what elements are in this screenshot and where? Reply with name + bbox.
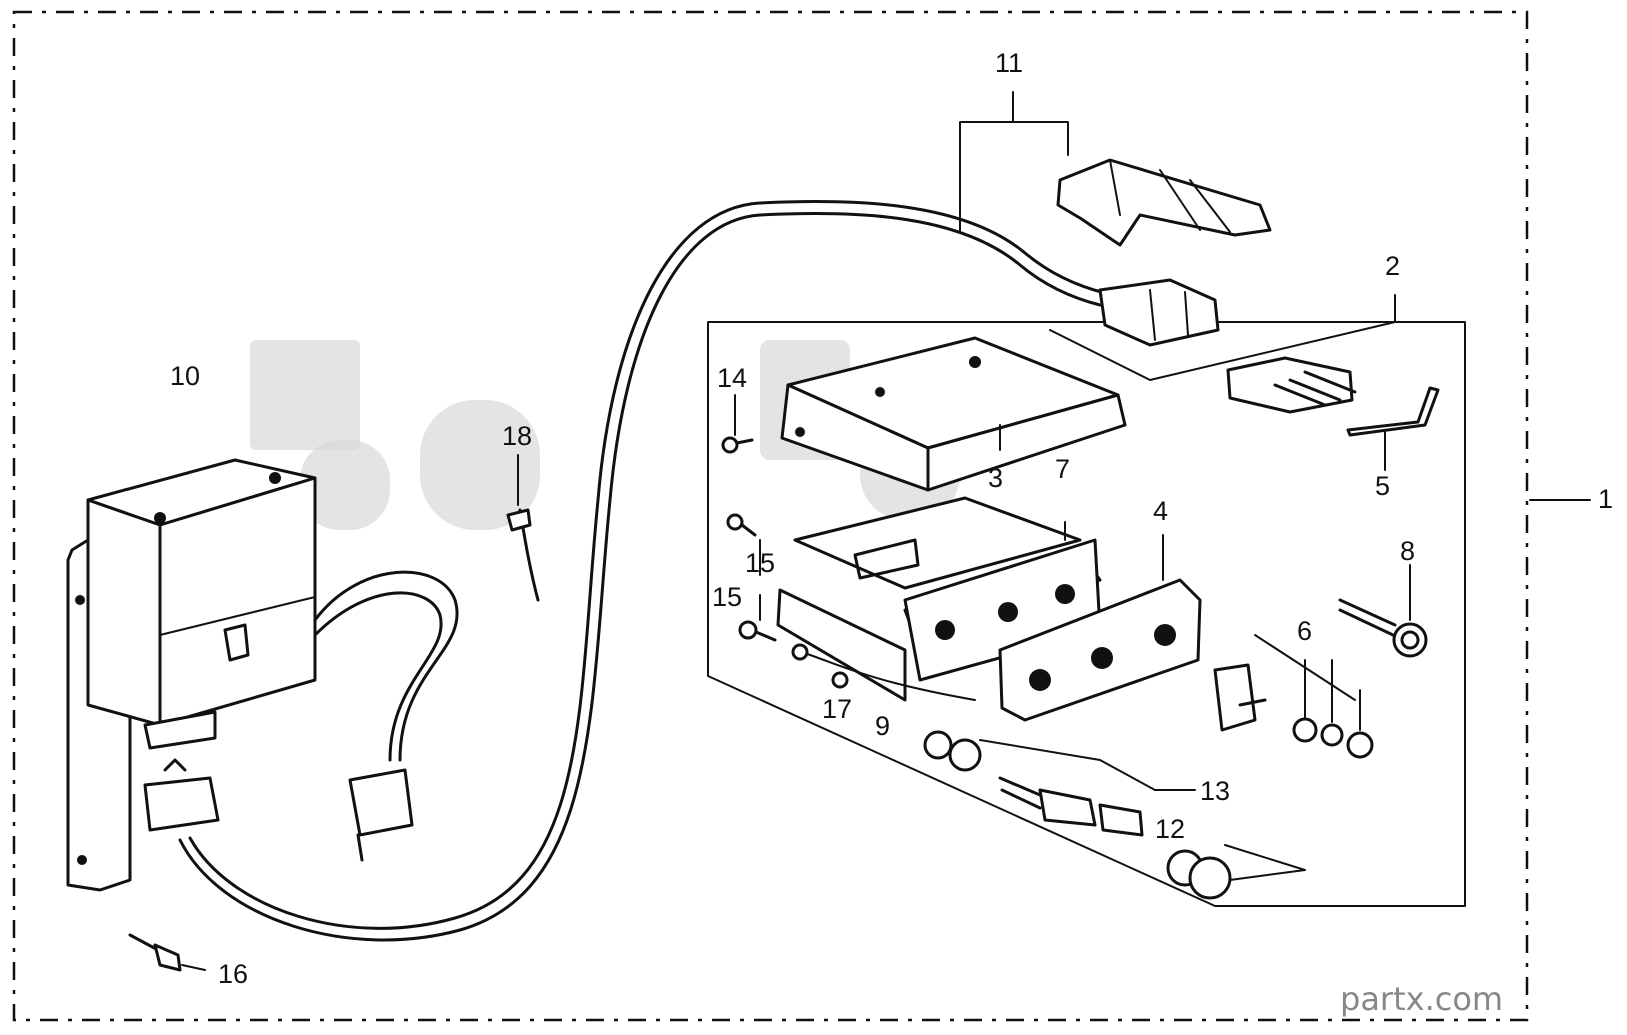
indicator-lamp-8: [1338, 564, 1428, 658]
nut-17: [791, 643, 976, 701]
callout-13: 13: [1200, 776, 1230, 806]
chassis-frame-7: [776, 496, 1102, 702]
callout-15b: 15: [712, 582, 742, 612]
long-cable: [178, 211, 1102, 942]
callout-5: 5: [1375, 471, 1390, 501]
harness-wire-10: [313, 570, 459, 762]
terminal-connector-11a: [1056, 158, 1272, 247]
callout-8: 8: [1400, 536, 1415, 566]
callout-16: 16: [218, 959, 248, 989]
leader-line-2: [1049, 294, 1396, 381]
site-watermark: partx.com: [1340, 980, 1503, 1018]
screw-15b: [738, 594, 777, 642]
cable-tie-18: [506, 454, 540, 602]
control-box-side: [158, 476, 317, 727]
bracket-5: [1346, 386, 1440, 437]
assembly-frame: [12, 10, 1529, 1022]
callout-7: 7: [1055, 454, 1070, 484]
box-connector: [143, 776, 220, 832]
callout-2: 2: [1385, 251, 1400, 281]
connector-set-11: [959, 91, 1272, 347]
callout-12: 12: [1155, 814, 1185, 844]
subassembly-panel-outline: [707, 321, 1466, 907]
bolt-16: [128, 933, 206, 972]
control-box-front: [86, 498, 162, 727]
callout-3: 3: [988, 463, 1003, 493]
control-unit-10: [66, 458, 317, 892]
callout-9: 9: [875, 711, 890, 741]
screw-15a: [726, 513, 761, 576]
top-cover-3: [780, 336, 1127, 492]
toggle-switch-6: [1213, 634, 1374, 759]
callout-6: 6: [1297, 616, 1312, 646]
screw-14: [721, 394, 754, 454]
callout-17: 17: [822, 694, 852, 724]
callout-11: 11: [995, 48, 1023, 78]
bulb-12: [1166, 844, 1306, 900]
switch-assembly-2: [1226, 356, 1440, 471]
callout-10: 10: [170, 361, 200, 391]
face-plate-4: [998, 534, 1202, 722]
callout-1: 1: [1598, 484, 1613, 514]
callout-14: 14: [717, 363, 747, 393]
callout-18: 18: [502, 421, 532, 451]
callout-15a: 15: [745, 548, 775, 578]
harness-connector: [348, 768, 414, 837]
callout-4: 4: [1153, 496, 1168, 526]
lamp-socket-13: [923, 730, 1156, 837]
plug-connector-11b: [1098, 278, 1220, 347]
